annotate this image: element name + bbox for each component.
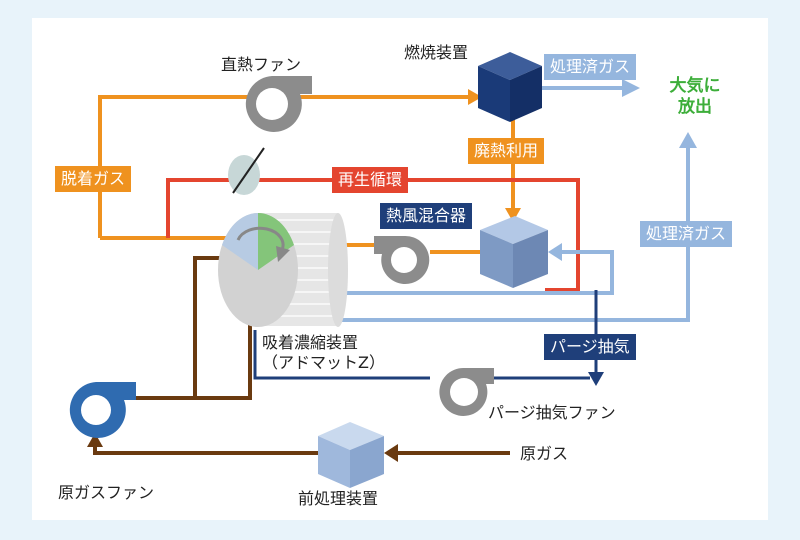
raw-gas-fan-icon — [69, 382, 136, 438]
combustion-device-cube — [478, 52, 542, 122]
regeneration-fan-icon — [374, 235, 430, 284]
damper-icon — [228, 147, 265, 195]
arrow-treated-to-mixer — [548, 243, 562, 261]
adsorption-concentrator-model-label: （アドマットZ） — [262, 353, 385, 372]
adsorption-rotor-icon — [218, 212, 348, 327]
raw-gas-lines — [93, 256, 510, 455]
arrow-to-combustion — [468, 89, 482, 105]
purge-exhaust-fan-icon — [439, 367, 494, 416]
arrow-treated-up — [679, 132, 697, 148]
arrow-to-mixer — [505, 208, 521, 222]
purge-exhaust-fan-label: パージ抽気ファン — [488, 403, 616, 422]
treated-gas-top-tag: 処理済ガス — [544, 54, 637, 80]
regeneration-loop-tag: 再生循環 — [332, 167, 409, 193]
direct-heat-fan-label: 直熱ファン — [221, 55, 302, 74]
adsorption-concentrator-label: 吸着濃縮装置 — [262, 333, 359, 352]
pretreatment-device-label: 前処理装置 — [298, 489, 379, 508]
treated-gas-lines — [340, 86, 690, 322]
raw-gas-label: 原ガス — [520, 444, 569, 463]
regeneration-loop-line — [166, 178, 580, 292]
arrow-raw-to-pretreatment — [384, 444, 398, 462]
arrow-treated-to-atmosphere — [622, 79, 640, 97]
desorption-gas-tag: 脱着ガス — [55, 166, 132, 192]
treated-gas-right-tag: 処理済ガス — [640, 221, 733, 247]
waste-heat-use-tag: 廃熱利用 — [468, 138, 545, 164]
purge-lines — [253, 290, 598, 380]
raw-gas-fan-label: 原ガスファン — [58, 483, 155, 502]
pretreatment-device-cube — [318, 422, 384, 488]
atmospheric-release-label: 大気に 放出 — [669, 76, 721, 117]
hot-air-mixer-cube — [480, 216, 548, 288]
arrow-raw-to-fan — [87, 433, 103, 447]
combustion-device-label: 燃焼装置 — [404, 43, 469, 62]
direct-heat-fan-icon — [245, 76, 312, 132]
purge-exhaust-tag: パージ抽気 — [544, 334, 636, 360]
arrow-purge-down — [588, 372, 604, 386]
hot-air-mixer-tag: 熱風混合器 — [380, 203, 473, 229]
